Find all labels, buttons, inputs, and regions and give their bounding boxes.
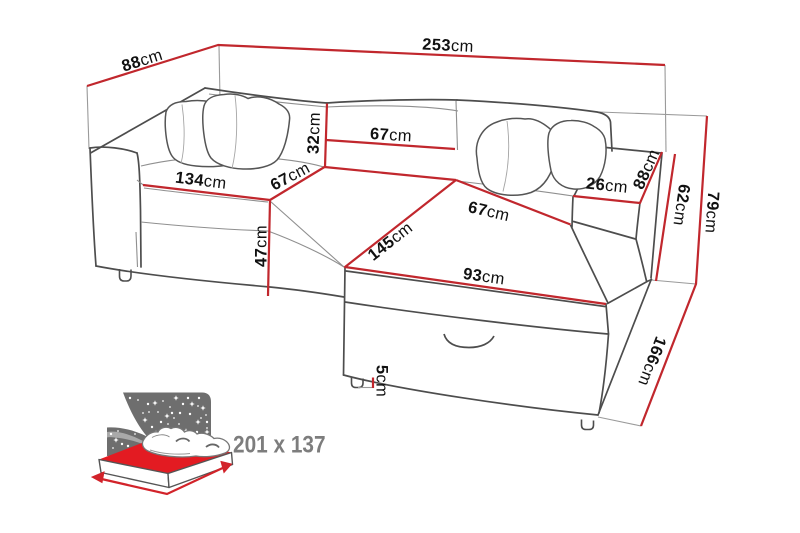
svg-text:145cm: 145cm xyxy=(365,219,417,265)
svg-text:5cm: 5cm xyxy=(372,365,390,397)
svg-text:62cm: 62cm xyxy=(669,183,693,227)
svg-text:93cm: 93cm xyxy=(462,265,506,289)
svg-text:67cm: 67cm xyxy=(369,125,412,146)
svg-text:79cm: 79cm xyxy=(701,191,722,234)
svg-text:26cm: 26cm xyxy=(585,175,629,197)
svg-text:201 x 137: 201 x 137 xyxy=(233,430,326,458)
svg-text:67cm: 67cm xyxy=(268,159,313,195)
svg-text:253cm: 253cm xyxy=(422,36,474,56)
svg-text:67cm: 67cm xyxy=(466,198,511,225)
svg-text:32cm: 32cm xyxy=(304,112,323,155)
svg-text:47cm: 47cm xyxy=(253,225,271,267)
svg-text:88cm: 88cm xyxy=(119,46,164,76)
svg-text:166cm: 166cm xyxy=(634,334,669,389)
